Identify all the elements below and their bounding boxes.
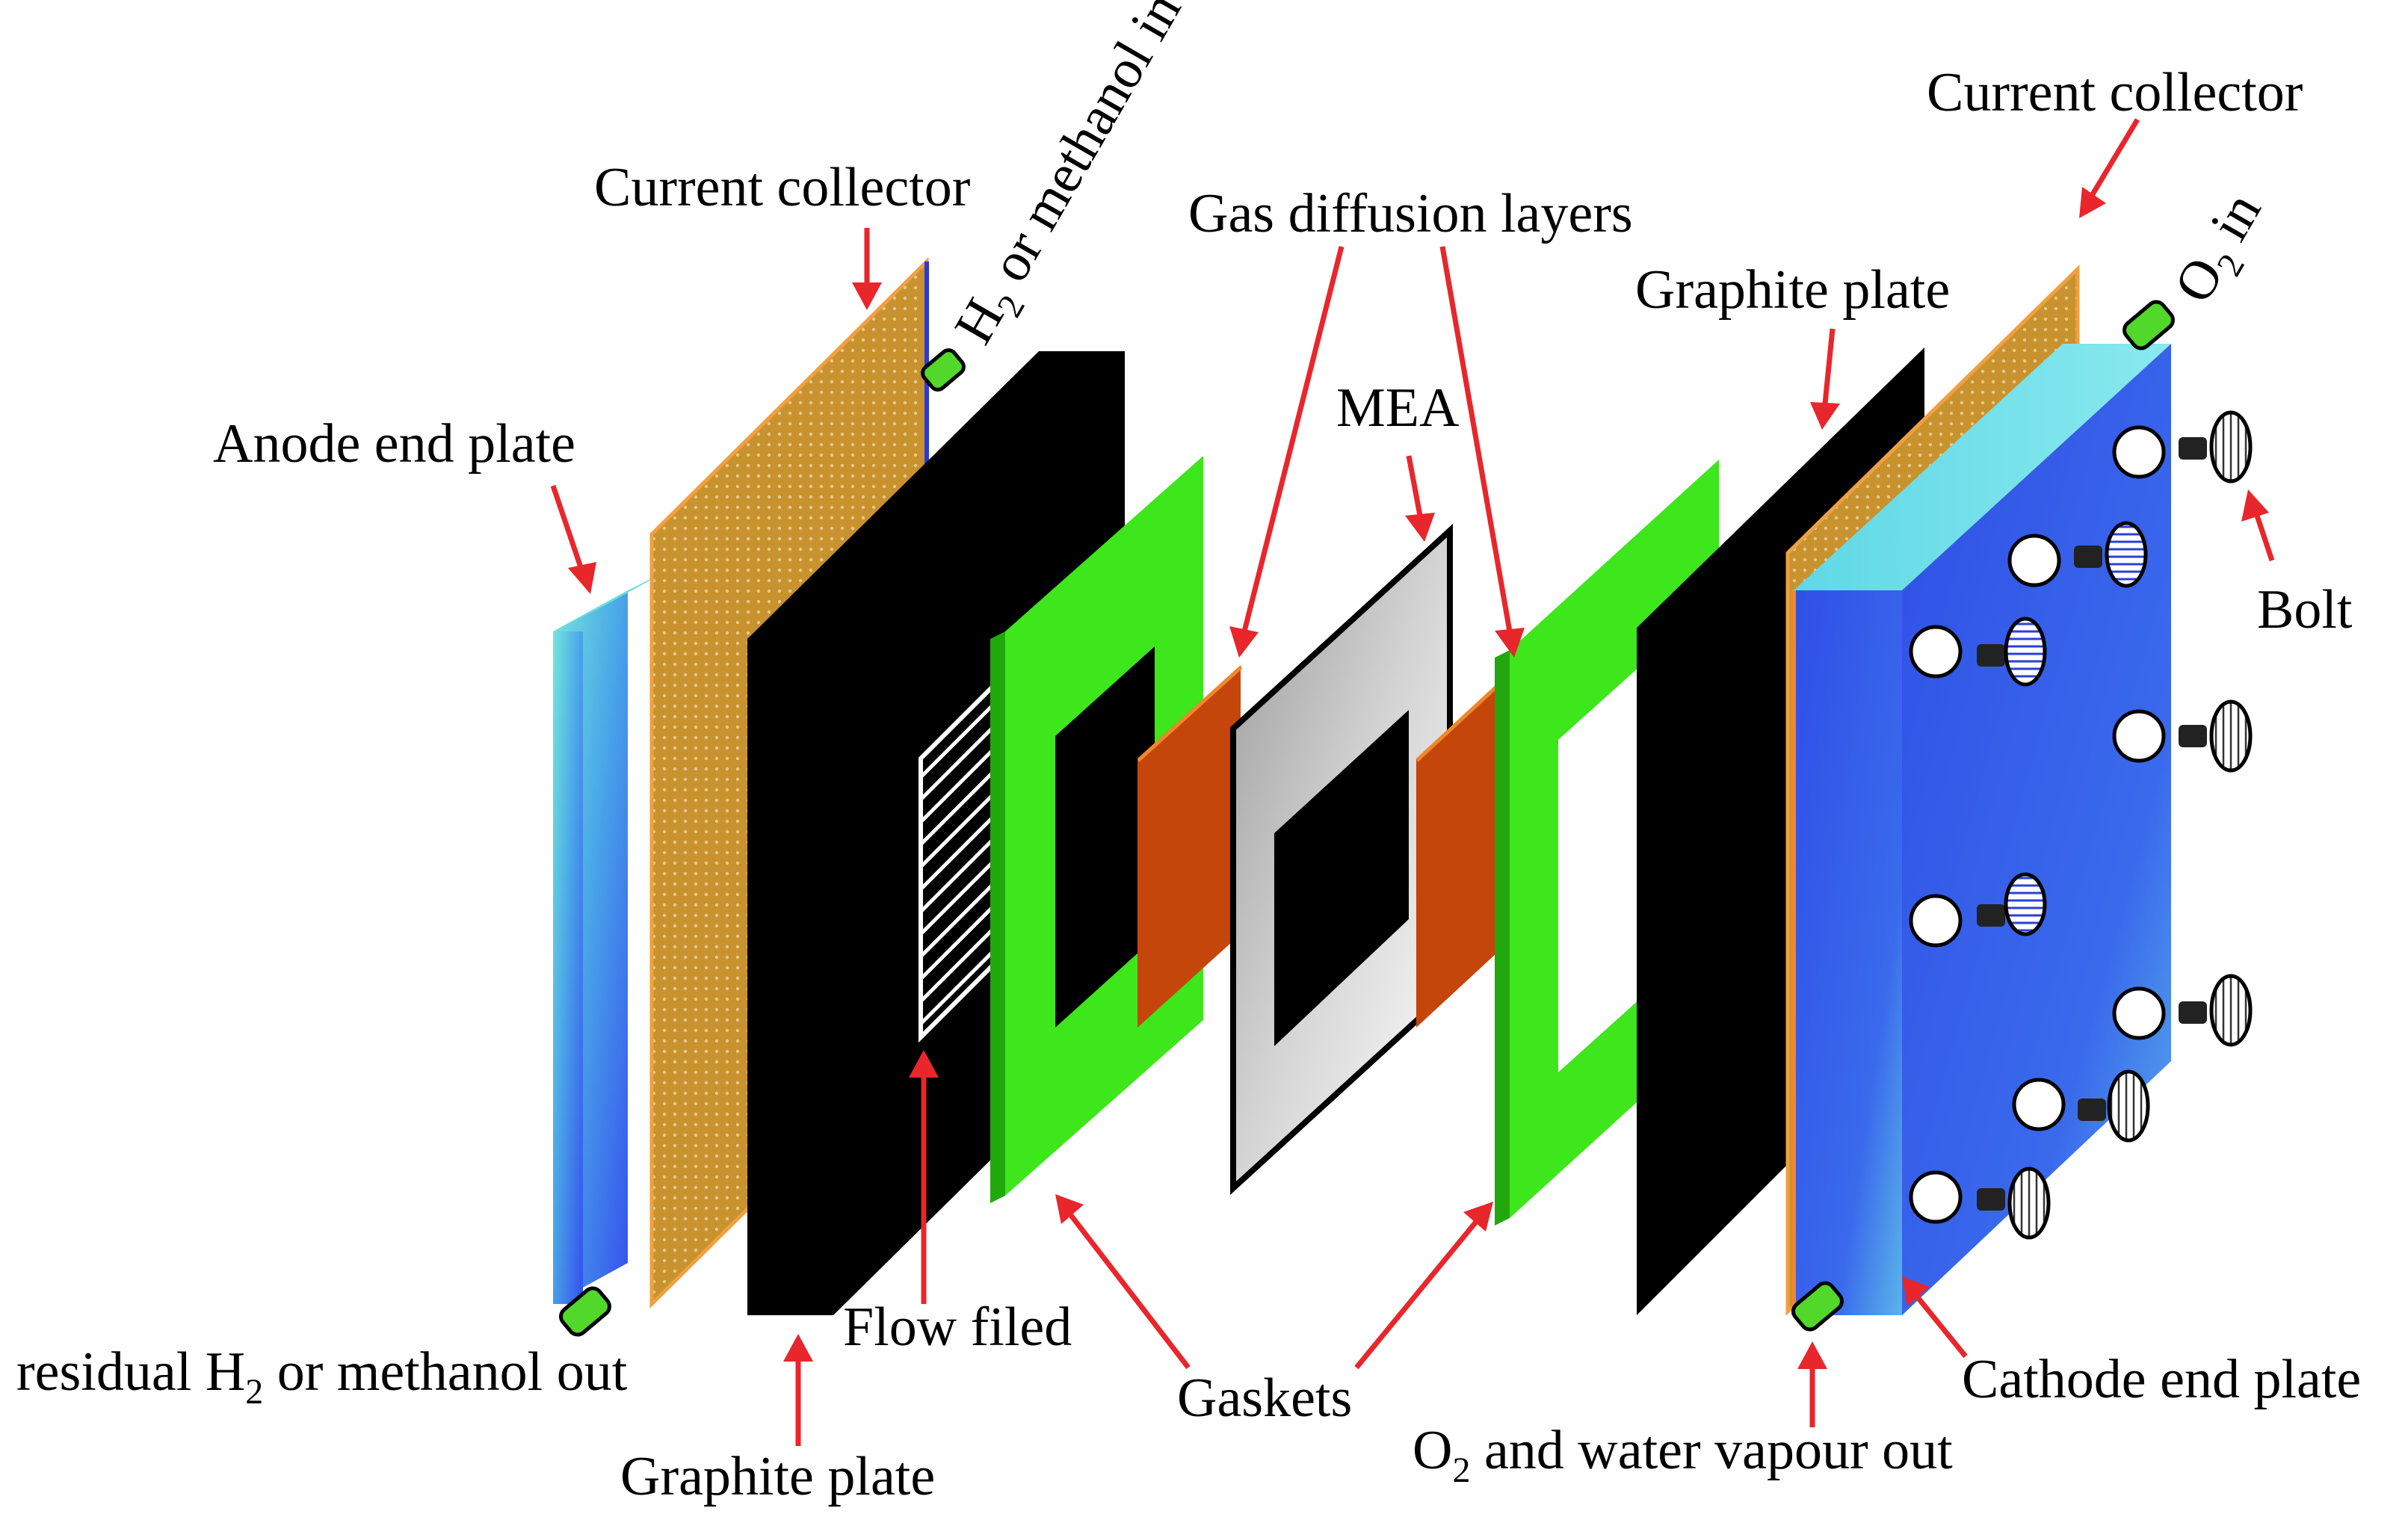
label-current-collector-right: Current collector bbox=[1927, 62, 2303, 123]
label-flow-filed: Flow filed bbox=[843, 1297, 1072, 1358]
pipe-connector-icon bbox=[559, 1286, 611, 1337]
label-anode-end-plate: Anode end plate bbox=[213, 413, 575, 475]
bolt-hole bbox=[2112, 986, 2166, 1040]
label-h2-or-methanol-in: H2 or methanol in bbox=[943, 0, 1201, 359]
pipe-connector-icon bbox=[1791, 1281, 1844, 1332]
label-mea: MEA bbox=[1336, 377, 1459, 439]
label-graphite-plate-top: Graphite plate bbox=[1635, 259, 1950, 321]
label-cathode-end-plate: Cathode end plate bbox=[1962, 1349, 2361, 1410]
bolt-hole bbox=[1909, 625, 1963, 679]
bolt-holes bbox=[1909, 425, 2166, 1224]
label-graphite-plate-bottom: Graphite plate bbox=[620, 1446, 935, 1507]
pipe-connector-icon bbox=[921, 348, 966, 392]
label-o2-in: O2 in bbox=[2163, 183, 2281, 318]
bolt-icon bbox=[2179, 410, 2253, 483]
label-current-collector-left: Current collector bbox=[594, 157, 970, 218]
bolt-icon bbox=[1977, 1167, 2051, 1240]
cathode-end-plate bbox=[1791, 344, 2171, 1315]
bolt-hole bbox=[1909, 894, 1963, 948]
gas-diffusion-layer-left bbox=[1137, 665, 1242, 1028]
label-gas-diffusion-layers: Gas diffusion layers bbox=[1188, 183, 1633, 244]
pipe-connector-icon bbox=[2123, 300, 2175, 350]
bolt-hole bbox=[2007, 534, 2061, 587]
bolt-hole bbox=[2012, 1078, 2066, 1131]
annotation-arrows bbox=[550, 118, 2275, 1446]
bolt-icon bbox=[2179, 974, 2253, 1047]
bolts bbox=[1977, 410, 2253, 1240]
label-residual-h2-or-methanol-out: residual H2 or methanol out bbox=[16, 1341, 628, 1412]
anode-end-plate bbox=[553, 568, 673, 1304]
bolt-icon bbox=[1977, 872, 2047, 936]
bolt-icon bbox=[1977, 617, 2047, 687]
gas-diffusion-layer-right bbox=[1416, 665, 1519, 1028]
label-gaskets: Gaskets bbox=[1177, 1368, 1352, 1429]
mea bbox=[1230, 523, 1453, 1196]
bolt-hole bbox=[2112, 425, 2166, 479]
bolt-hole bbox=[2112, 709, 2166, 763]
bolt-icon bbox=[2078, 1069, 2150, 1143]
label-bolt: Bolt bbox=[2257, 579, 2353, 640]
bolt-icon bbox=[2074, 521, 2148, 588]
bolt-icon bbox=[2179, 699, 2253, 773]
label-o2-and-water-vapour-out: O2 and water vapour out bbox=[1413, 1420, 1953, 1490]
bolt-hole bbox=[1909, 1170, 1963, 1224]
